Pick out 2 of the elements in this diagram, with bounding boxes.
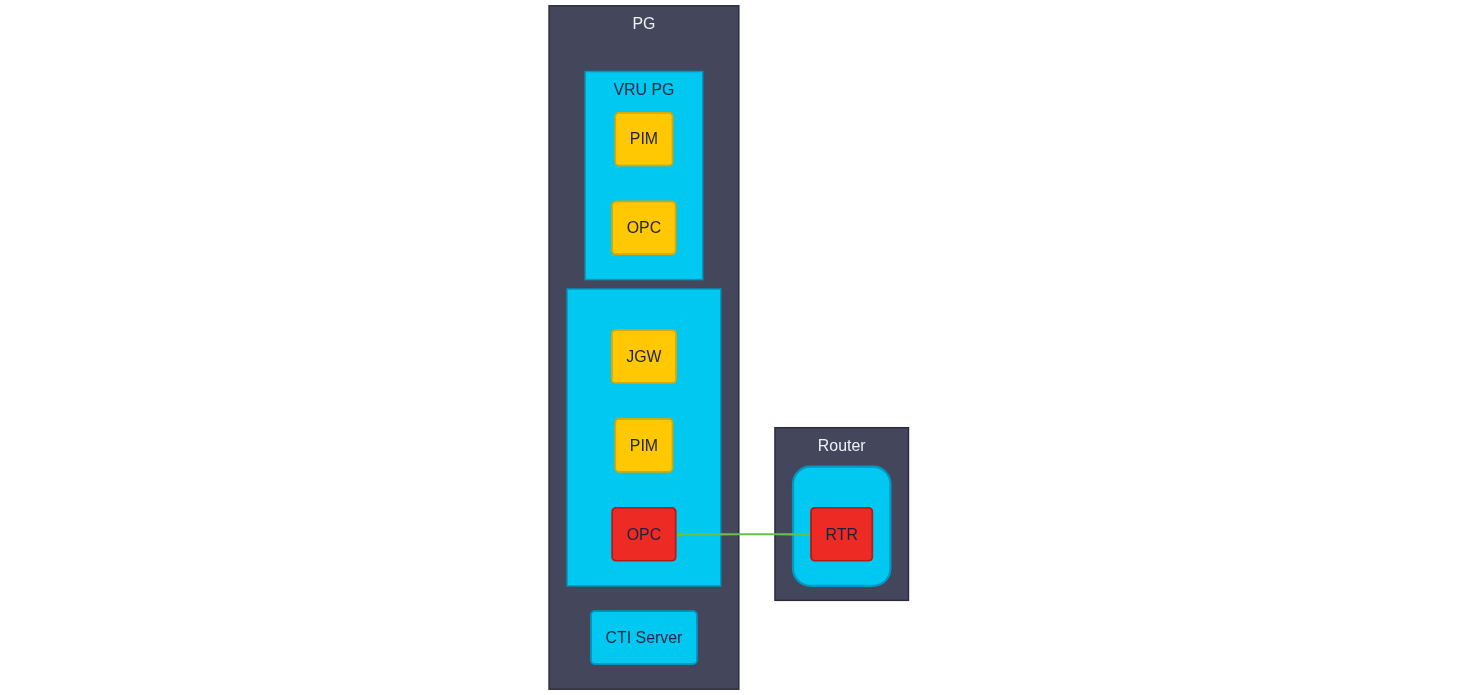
cluster: [566, 288, 722, 587]
cluster: [791, 465, 892, 587]
